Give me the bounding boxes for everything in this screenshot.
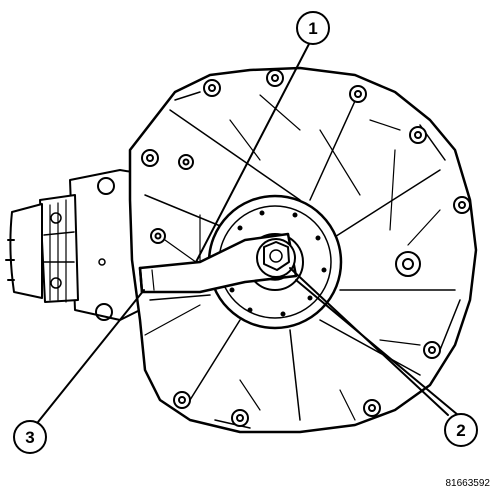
bolt — [423, 341, 441, 359]
bolt — [395, 251, 421, 277]
bolt — [349, 85, 367, 103]
bolt — [141, 149, 159, 167]
callout-3: 3 — [13, 420, 47, 454]
bolt — [203, 79, 221, 97]
callout-2: 2 — [444, 413, 478, 447]
figure-id: 81663592 — [446, 478, 491, 489]
bolt — [266, 69, 284, 87]
bolt — [150, 228, 166, 244]
callout-1-label: 1 — [308, 19, 317, 38]
callout-2-label: 2 — [456, 421, 465, 440]
holding-tool — [138, 232, 298, 294]
pinion-nut — [256, 238, 296, 278]
bolt — [173, 391, 191, 409]
callout-1: 1 — [296, 11, 330, 45]
housing-bolts — [141, 69, 471, 427]
leader-lines — [37, 41, 459, 423]
bolt — [178, 154, 194, 170]
bolt — [453, 196, 471, 214]
bolt — [231, 409, 249, 427]
bolt — [409, 126, 427, 144]
callout-3-label: 3 — [25, 428, 34, 447]
bolt — [363, 399, 381, 417]
